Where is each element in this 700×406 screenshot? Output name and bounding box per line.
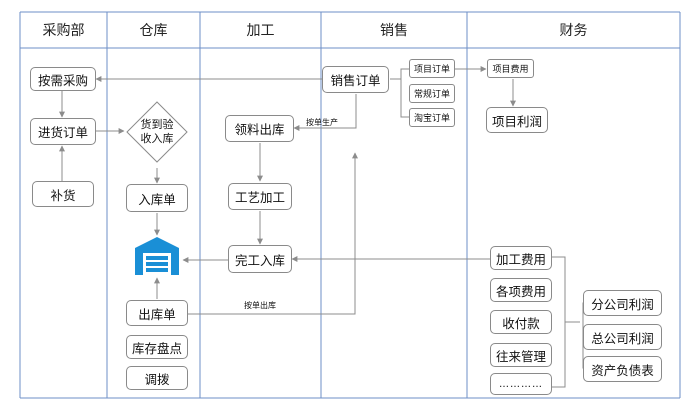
hq-profit-node[interactable]: 总公司利润 xyxy=(583,324,662,350)
inventory-count-node[interactable]: 库存盘点 xyxy=(126,335,188,359)
goods-arrival-line2: 收入库 xyxy=(140,132,174,145)
on-demand-purchase-node[interactable]: 按需采购 xyxy=(30,67,96,91)
warehouse-icon-svg xyxy=(135,237,179,275)
lane-title-sales: 销售 xyxy=(380,23,408,39)
processing-cost-node[interactable]: 加工费用 xyxy=(490,246,552,270)
accounts-management-node[interactable]: 往来管理 xyxy=(490,343,552,367)
warehouse-icon xyxy=(134,236,180,276)
diamond-shape xyxy=(126,101,188,163)
cost-bracket xyxy=(552,256,566,388)
finished-inbound-node[interactable]: 完工入库 xyxy=(228,245,292,273)
process-node[interactable]: 工艺加工 xyxy=(228,183,292,210)
project-order-node[interactable]: 项目订单 xyxy=(409,59,455,78)
lane-title-processing: 加工 xyxy=(246,23,275,39)
balance-sheet-node[interactable]: 资产负债表 xyxy=(583,356,662,382)
lane-title-finance: 财务 xyxy=(559,23,588,39)
taobao-order-node[interactable]: 淘宝订单 xyxy=(409,108,455,127)
project-profit-node[interactable]: 项目利润 xyxy=(486,107,548,133)
project-cost-node[interactable]: 项目费用 xyxy=(487,59,534,78)
goods-arrival-line1: 货到验 xyxy=(140,118,174,131)
sales-order-node[interactable]: 销售订单 xyxy=(322,66,389,93)
branch-profit-node[interactable]: 分公司利润 xyxy=(583,290,662,316)
order-type-bracket xyxy=(400,68,409,118)
restock-node[interactable]: 补货 xyxy=(32,181,94,207)
various-costs-node[interactable]: 各项费用 xyxy=(490,278,552,302)
payments-node[interactable]: 收付款 xyxy=(490,310,552,334)
produce-by-order-label: 按单生产 xyxy=(306,118,338,127)
edge-outbound-to-sales xyxy=(188,152,358,315)
inbound-slip-node[interactable]: 入库单 xyxy=(126,184,188,212)
more-items-node[interactable]: ………… xyxy=(490,373,552,395)
regular-order-node[interactable]: 常规订单 xyxy=(409,84,455,103)
material-issue-node[interactable]: 领料出库 xyxy=(225,115,294,142)
lane-frame xyxy=(19,11,681,399)
edge-sales-to-material xyxy=(293,94,357,131)
purchase-order-node[interactable]: 进货订单 xyxy=(30,118,96,145)
lane-title-warehouse: 仓库 xyxy=(139,23,168,39)
transfer-node[interactable]: 调拨 xyxy=(126,366,188,390)
lane-title-purchasing: 采购部 xyxy=(42,23,85,39)
outbound-by-order-label: 按单出库 xyxy=(244,301,276,310)
goods-arrival-decision[interactable]: 货到验 收入库 xyxy=(126,101,188,163)
outbound-slip-node[interactable]: 出库单 xyxy=(126,300,188,326)
